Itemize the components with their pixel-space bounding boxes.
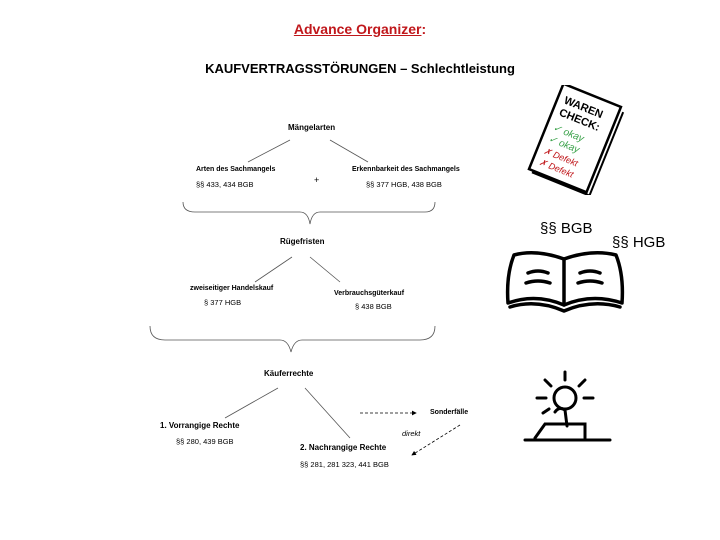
node-arten-law: §§ 433, 434 BGB <box>196 180 254 189</box>
title-colon: : <box>421 21 427 37</box>
brace-2 <box>149 325 436 353</box>
node-verbrauchsgueterkauf: Verbrauchsgüterkauf <box>334 290 405 297</box>
node-nachrangige-rechte: 2. Nachrangige Rechte <box>300 443 387 452</box>
edge-maengelarten-erkennbarkeit <box>329 139 369 163</box>
open-book-icon <box>505 251 625 313</box>
edge-ruegefristen-verbrauch <box>309 256 341 283</box>
edge-kaeuferrechte-nachrangig <box>304 387 351 439</box>
label-direkt: direkt <box>402 429 421 438</box>
checklist-icon: WAREN CHECK: ✓ okay ✓ okay ✗ Defekt ✗ De… <box>527 85 625 195</box>
node-maengelarten: Mängelarten <box>288 123 336 132</box>
node-erkennbarkeit-law: §§ 377 HGB, 438 BGB <box>366 180 442 189</box>
node-vorrangige-rechte: 1. Vorrangige Rechte <box>160 421 240 430</box>
node-handelskauf-law: § 377 HGB <box>204 298 242 307</box>
node-verbrauchsgueterkauf-law: § 438 BGB <box>355 302 392 311</box>
node-sonderfaelle: Sonderfälle <box>430 409 469 416</box>
node-kaeuferrechte: Käuferrechte <box>264 369 314 378</box>
node-nachrangige-law: §§ 281, 281 323, 441 BGB <box>300 460 389 469</box>
bgb-label: §§ BGB <box>540 220 593 237</box>
dashed-arrow-direkt <box>411 424 461 456</box>
node-erkennbarkeit: Erkennbarkeit des Sachmangels <box>352 166 460 173</box>
hgb-label: §§ HGB <box>612 234 666 251</box>
node-arten-sachmangel: Arten des Sachmangels <box>196 166 276 173</box>
node-ruegefristen: Rügefristen <box>280 237 325 246</box>
edge-kaeuferrechte-vorrangig <box>224 387 279 419</box>
thinking-person-icon <box>523 370 612 442</box>
page-title: Advance Organizer: <box>0 21 720 37</box>
node-handelskauf: zweiseitiger Handelskauf <box>190 285 274 292</box>
title-label: Advance Organizer <box>293 21 422 37</box>
edge-maengelarten-arten <box>247 139 291 163</box>
plus-sign: + <box>314 175 320 185</box>
brace-1 <box>182 201 436 225</box>
node-vorrangige-law: §§ 280, 439 BGB <box>176 437 234 446</box>
edge-ruegefristen-handelskauf <box>254 256 293 283</box>
page-subtitle: KAUFVERTRAGSSTÖRUNGEN – Schlechtleistung <box>205 61 515 76</box>
cross-icon: ✗ <box>538 157 549 169</box>
cross-icon: ✗ <box>542 146 553 158</box>
